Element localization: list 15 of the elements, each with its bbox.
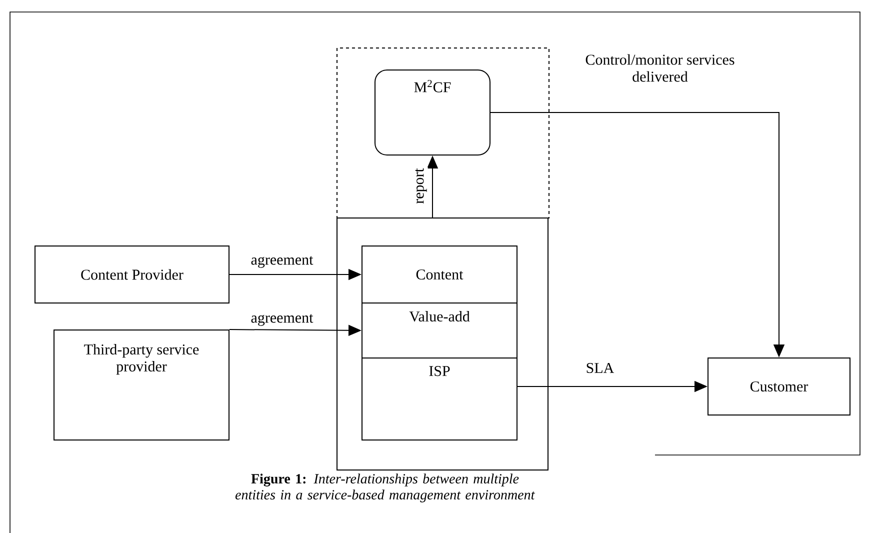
- edge-label: report: [414, 167, 428, 205]
- process-box: Customer: [708, 358, 850, 416]
- provider-box: [336, 218, 548, 470]
- process-box: ISP: [362, 358, 518, 440]
- process-box: Content Provider: [34, 246, 230, 304]
- process-box: Content: [362, 246, 518, 304]
- edge-label: agreement: [250, 313, 314, 327]
- edge-label: agreement: [250, 255, 314, 269]
- edge-label: Control/monitor services delivered: [574, 53, 746, 83]
- process-box: M$^{2}$CF: [374, 70, 490, 156]
- process-box: Third-party service provider: [54, 330, 230, 440]
- dashed-boundary-box: [336, 48, 550, 218]
- figure-caption: Figure 1: Inter-relationships between multiple entities in a service-based management environment: [235, 474, 535, 502]
- process-box: Value-add: [362, 302, 518, 358]
- edge-label: SLA: [584, 362, 616, 374]
